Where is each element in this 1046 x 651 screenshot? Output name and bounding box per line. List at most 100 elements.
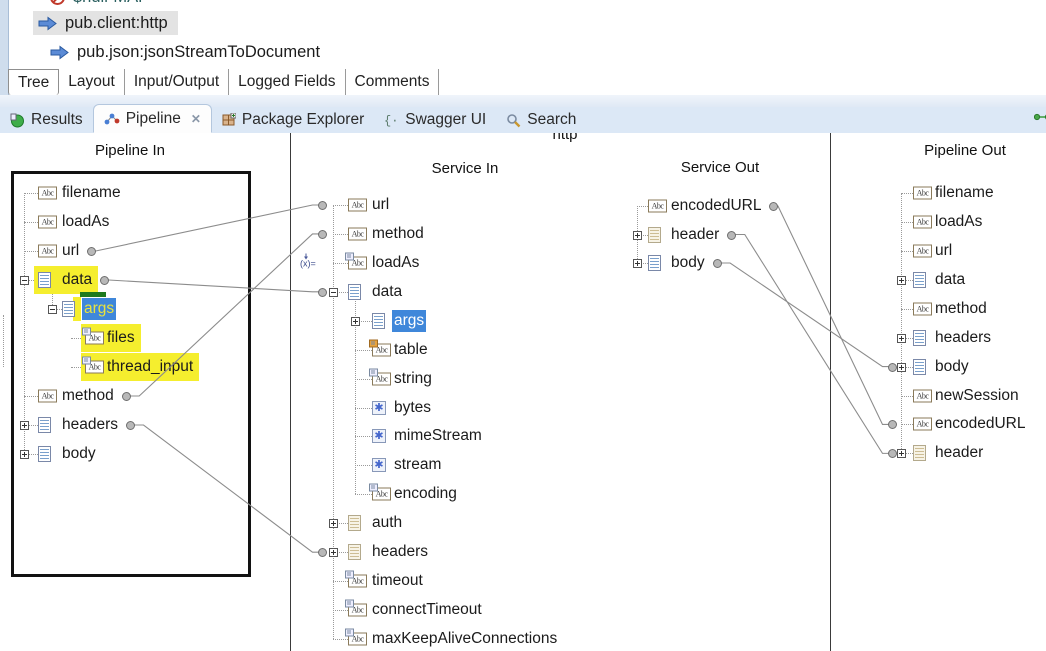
editor-tab-layout[interactable]: Layout [59, 69, 125, 95]
expand-toggle-data[interactable] [329, 287, 338, 297]
expand-toggle-headers[interactable] [20, 421, 29, 430]
map-port[interactable] [121, 392, 131, 401]
editor-tab-tree[interactable]: Tree [8, 69, 60, 95]
flow-step-pub-client-http[interactable]: pub.client:http [33, 11, 178, 35]
search-highlight [73, 297, 81, 321]
tree-node-pipelineOut-loadAs[interactable]: loadAs [935, 212, 983, 230]
flow-step--null-map[interactable]: $null-MAP [45, 0, 159, 9]
expand-toggle-headers[interactable] [329, 548, 338, 558]
expand-toggle-data[interactable] [897, 275, 906, 285]
editor-tab-logged-fields[interactable]: Logged Fields [229, 69, 346, 95]
view-tab-package-explorer[interactable]: Package Explorer [212, 107, 374, 133]
doc-icon [348, 283, 361, 300]
tree-node-serviceIn-headers[interactable]: headers [372, 543, 429, 561]
map-port[interactable] [769, 202, 779, 211]
expand-toggle-header[interactable] [633, 230, 642, 240]
tree-node-serviceIn-auth[interactable]: auth [372, 514, 403, 532]
map-port[interactable] [318, 287, 327, 297]
map-link-icon[interactable] [1033, 110, 1046, 128]
tree-connector [901, 193, 902, 454]
editor-tab-comments[interactable]: Comments [345, 69, 440, 95]
close-icon[interactable]: ✕ [190, 111, 201, 126]
tree-node-pipelineOut-newSession[interactable]: newSession [935, 386, 1019, 404]
tree-node-pipelineOut-headers[interactable]: headers [935, 328, 992, 346]
tree-node-pipelineIn-headers[interactable]: headers [62, 416, 119, 433]
tree-node-pipelineIn-args[interactable]: args [82, 298, 117, 320]
map-port[interactable] [318, 548, 327, 558]
tree-node-pipelineIn-thread_input[interactable]: thread_input [107, 358, 194, 375]
tree-node-serviceOut-header[interactable]: header [671, 225, 720, 243]
tree-node-serviceIn-args[interactable]: args [392, 309, 427, 332]
tree-connector [901, 453, 913, 455]
tree-node-pipelineOut-encodedURL[interactable]: encodedURL [935, 415, 1026, 433]
view-tab-swagger-ui[interactable]: {··}Swagger UI [374, 107, 496, 133]
tree-node-serviceOut-encodedURL[interactable]: encodedURL [671, 197, 762, 214]
tree-node-pipelineIn-body[interactable]: body [62, 445, 96, 462]
mapping-line[interactable] [716, 262, 892, 368]
tree-node-serviceIn-url[interactable]: url [372, 196, 390, 213]
view-tab-results[interactable]: Results [0, 107, 93, 133]
tree-node-serviceIn-data[interactable]: data [372, 282, 403, 300]
tree-node-pipelineIn-files[interactable]: files [107, 329, 135, 346]
tree-node-serviceIn-maxKeepAliveConnections[interactable]: maxKeepAliveConnections [372, 629, 558, 647]
tree-node-pipelineOut-url[interactable]: url [935, 241, 953, 259]
map-port[interactable] [888, 449, 897, 459]
tree-connector [71, 338, 85, 339]
view-tab-search[interactable]: Search [496, 107, 586, 133]
tree-node-pipelineIn-filename[interactable]: filename [62, 184, 121, 201]
flow-step-pub-json-jsonstreamtodocument[interactable]: pub.json:jsonStreamToDocument [45, 40, 330, 64]
pipeline-mapping-canvas: Pipeline In http Service In Service Out … [0, 133, 1046, 651]
map-port[interactable] [318, 229, 327, 239]
expand-toggle-data[interactable] [20, 276, 29, 285]
tree-node-serviceIn-mimeStream[interactable]: mimeStream [394, 427, 482, 445]
tree-node-pipelineIn-method[interactable]: method [62, 387, 114, 404]
tree-node-pipelineOut-filename[interactable]: filename [935, 184, 994, 201]
expand-toggle-body[interactable] [633, 259, 642, 268]
tree-node-pipelineIn-data[interactable]: data [62, 271, 93, 288]
tree-node-serviceIn-table[interactable]: table [394, 340, 428, 358]
tree-node-pipelineOut-data[interactable]: data [935, 270, 966, 288]
tree-node-serviceIn-bytes[interactable]: bytes [394, 398, 432, 416]
expand-toggle-args[interactable] [48, 305, 57, 314]
tree-node-pipelineOut-header[interactable]: header [935, 444, 984, 462]
mapping-line[interactable] [772, 205, 892, 425]
doc-icon [62, 301, 75, 317]
string-icon: Abc [38, 186, 57, 200]
tree-node-pipelineOut-method[interactable]: method [935, 299, 987, 317]
string-icon: Abc [913, 215, 932, 229]
mapping-line[interactable] [730, 233, 892, 454]
tree-node-serviceIn-stream[interactable]: stream [394, 456, 442, 474]
map-port[interactable] [126, 421, 135, 430]
tree-node-serviceOut-body[interactable]: body [671, 254, 705, 271]
expand-toggle-body[interactable] [897, 362, 906, 372]
map-port[interactable] [888, 362, 897, 372]
sash-divider[interactable] [0, 95, 1046, 107]
map-port[interactable] [712, 259, 722, 268]
map-port[interactable] [888, 420, 897, 430]
object-icon: ✱ [372, 429, 386, 444]
map-port[interactable] [727, 230, 737, 240]
tree-node-serviceIn-connectTimeout[interactable]: connectTimeout [372, 601, 482, 619]
tree-connector [333, 205, 334, 639]
map-port[interactable] [318, 201, 327, 210]
view-tab-pipeline[interactable]: Pipeline✕ [92, 104, 212, 133]
pipeline-out-title: Pipeline Out [924, 142, 1006, 159]
tree-node-pipelineOut-body[interactable]: body [935, 357, 969, 375]
tree-node-serviceIn-timeout[interactable]: timeout [372, 572, 423, 590]
expand-toggle-headers[interactable] [897, 333, 906, 343]
tree-node-pipelineIn-loadAs[interactable]: loadAs [62, 213, 110, 230]
tree-node-serviceIn-encoding[interactable]: encoding [394, 485, 457, 503]
tree-node-pipelineIn-url[interactable]: url [62, 242, 80, 259]
string-list-icon: Abc [369, 483, 391, 501]
tree-node-serviceIn-loadAs[interactable]: loadAs [372, 253, 420, 271]
expand-toggle-body[interactable] [20, 450, 29, 459]
expand-toggle-args[interactable] [351, 316, 360, 326]
expand-toggle-auth[interactable] [329, 519, 338, 529]
tree-connector [901, 337, 913, 339]
flow-editor: $null-MAP pub.client:http pub.json:jsonStr… [0, 0, 1046, 96]
tree-node-serviceIn-method[interactable]: method [372, 224, 424, 242]
editor-tab-input-output[interactable]: Input/Output [124, 69, 230, 95]
tree-node-serviceIn-string[interactable]: string [394, 369, 432, 387]
doc-icon [913, 329, 926, 346]
expand-toggle-header[interactable] [897, 449, 906, 459]
